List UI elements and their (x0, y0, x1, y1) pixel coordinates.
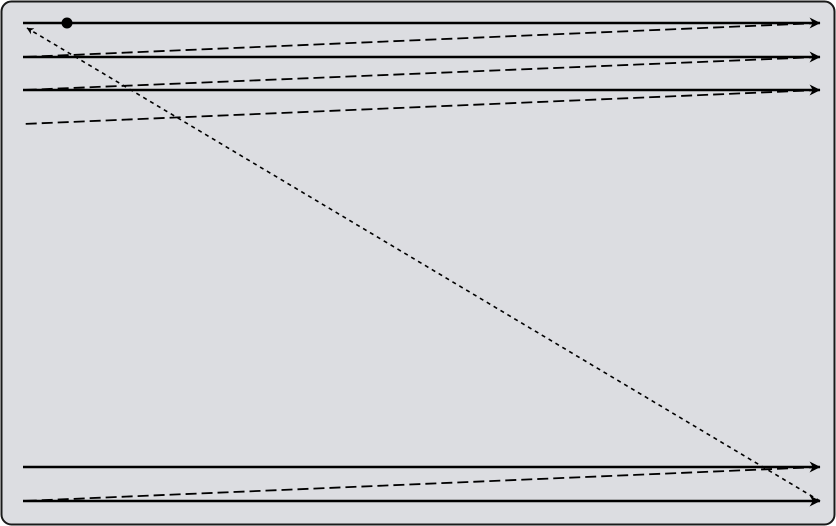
return-line-2 (22, 56, 821, 91)
vertical-retrace-line (26, 27, 821, 502)
return-line-1 (22, 22, 821, 58)
start-dot-icon (61, 17, 73, 29)
return-line-4 (22, 466, 821, 502)
return-line-3 (22, 89, 821, 125)
